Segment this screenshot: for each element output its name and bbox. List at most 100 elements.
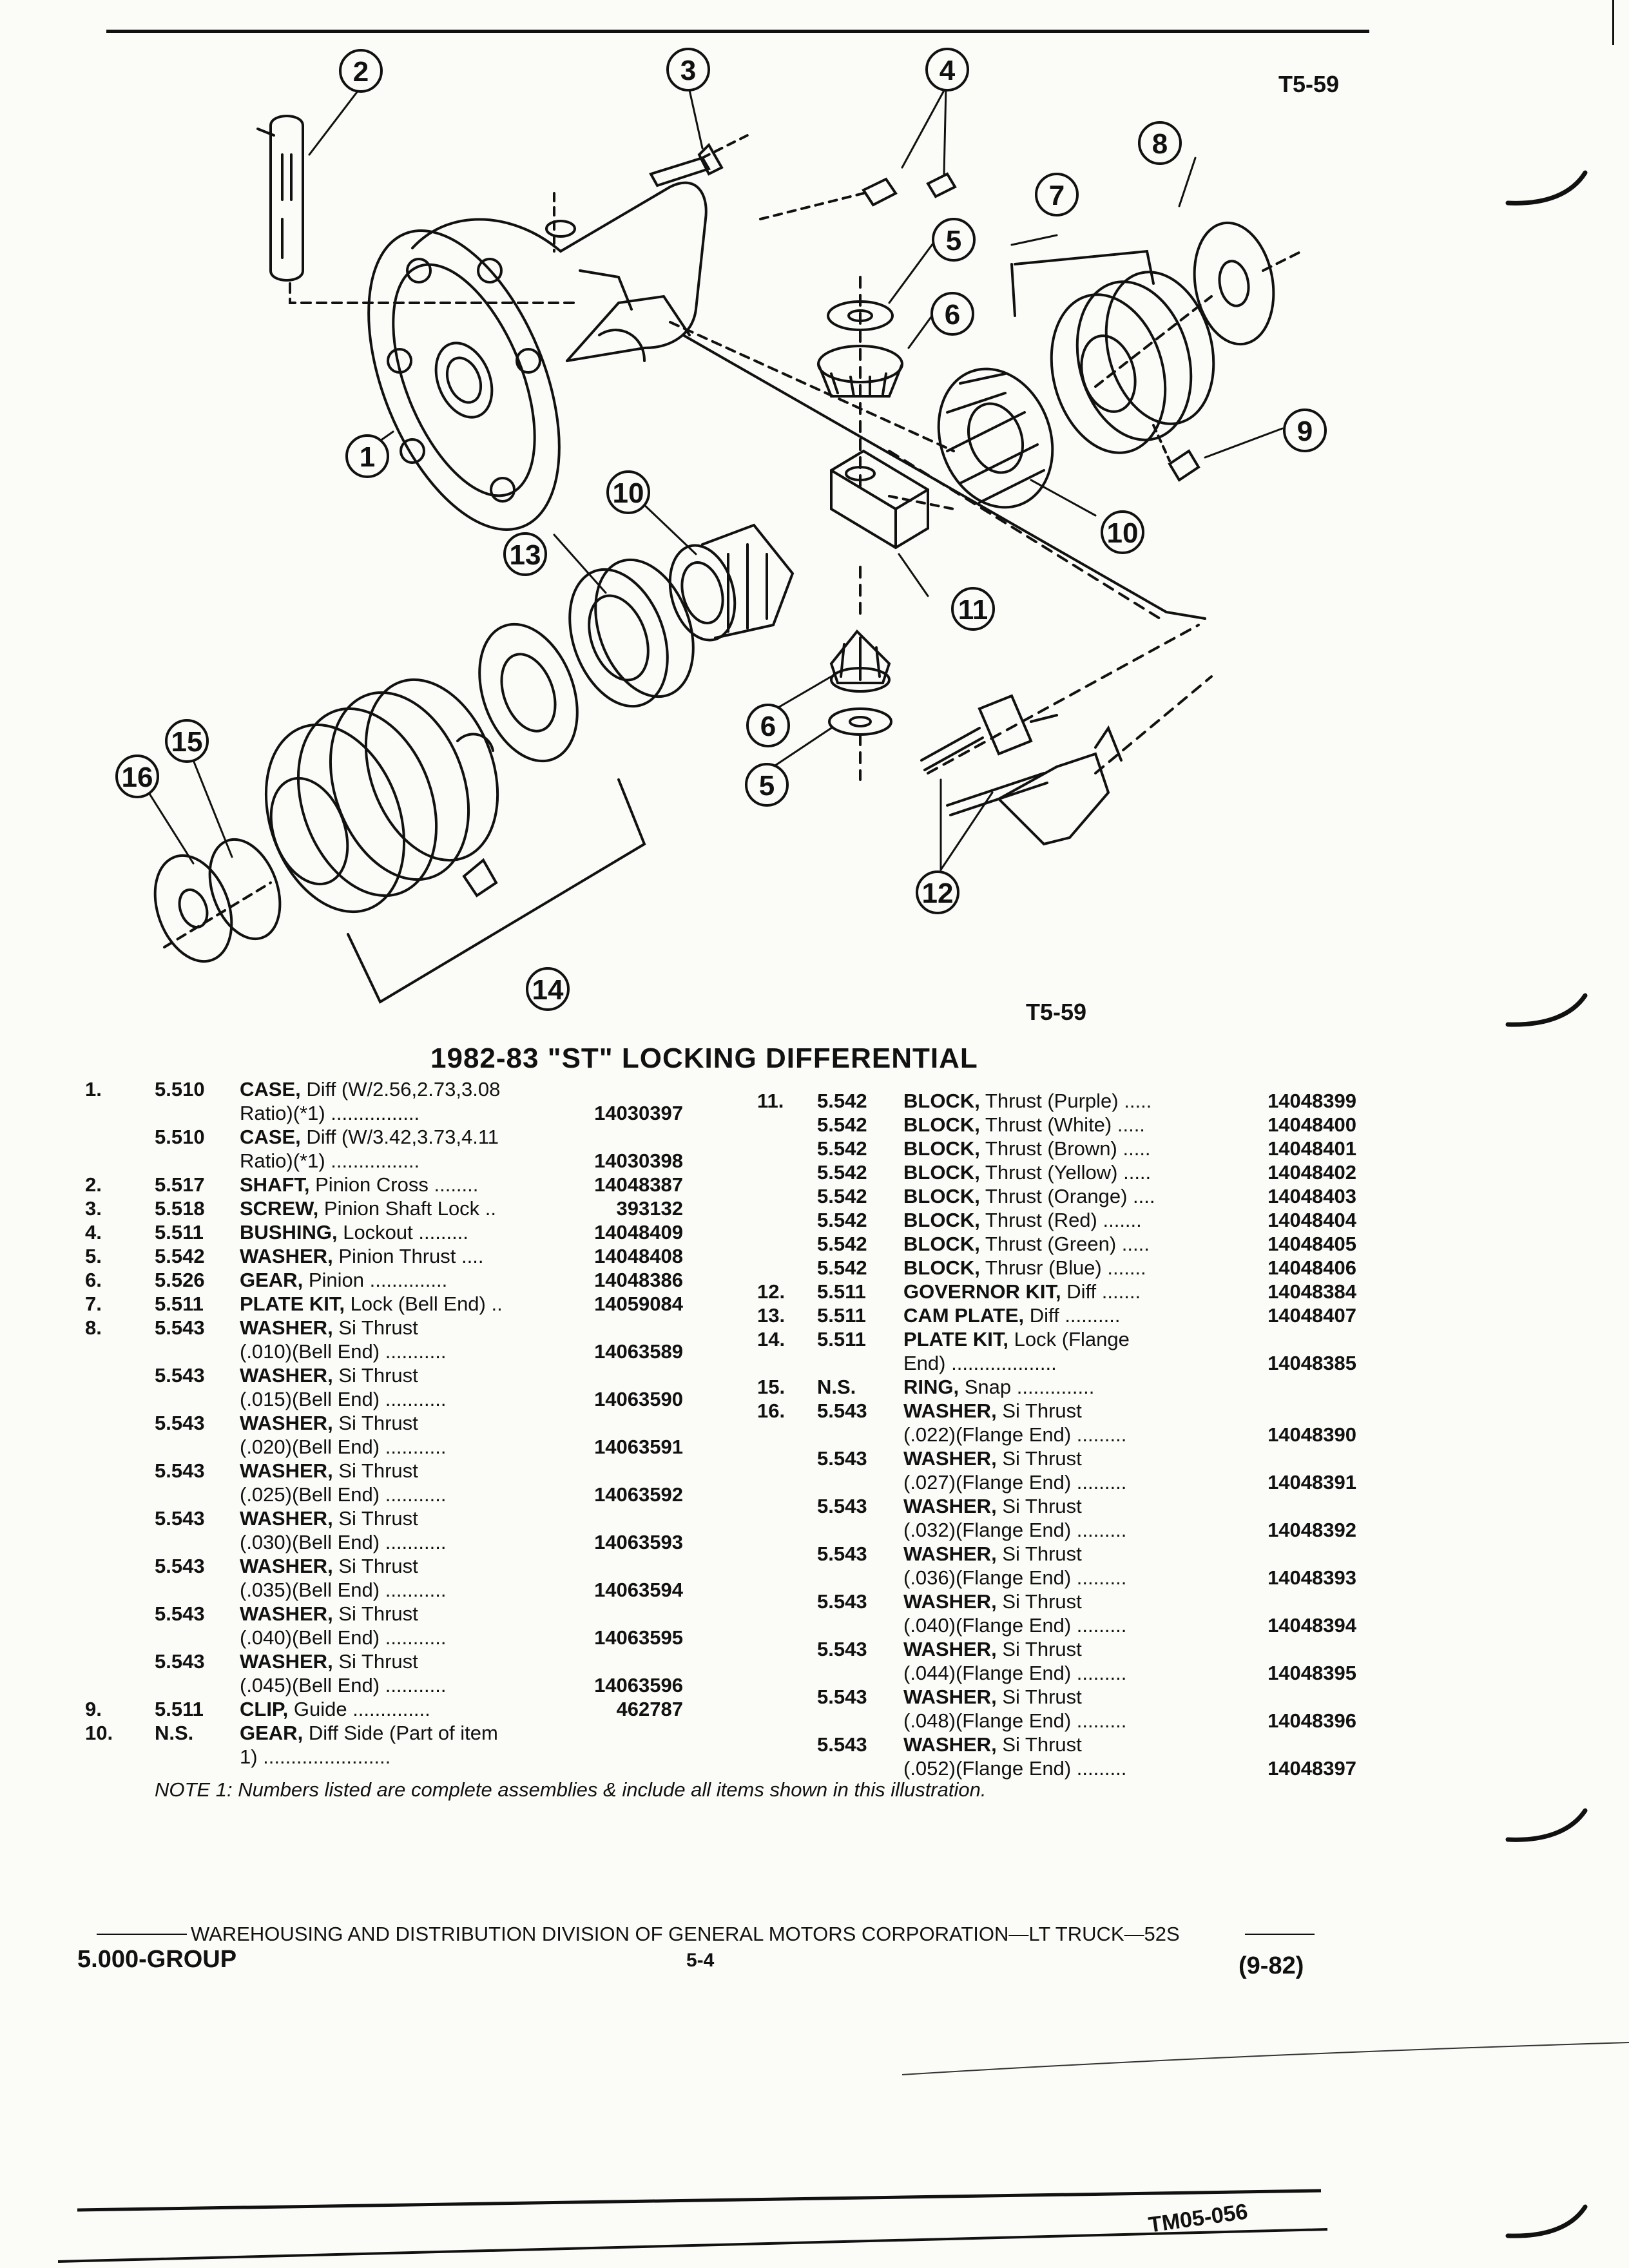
- parts-row: 5.543 WASHER, Si Thrust: [757, 1446, 1356, 1470]
- bottom-rules: [57, 2042, 1629, 2263]
- part-desc-text: Diff (W/2.56,2.73,3.08: [306, 1078, 501, 1100]
- callout-15-number: 15: [171, 726, 203, 758]
- part-desc-text: Si Thrust: [338, 1316, 418, 1339]
- part-description: Ratio)(*1) ................: [240, 1101, 642, 1125]
- footer-rule-right: [1245, 1934, 1315, 1935]
- item-number: 9.: [85, 1698, 102, 1720]
- top-rule: [106, 30, 1369, 33]
- bell-end-plate-kit: [1010, 249, 1215, 454]
- part-description: WASHER, Si Thrust: [240, 1363, 642, 1387]
- part-desc-text: Thrust (Orange) ....: [985, 1185, 1155, 1207]
- part-name: WASHER,: [903, 1447, 997, 1470]
- part-number: 14048385: [1268, 1352, 1356, 1374]
- part-description: WASHER, Pinion Thrust ....: [240, 1244, 642, 1268]
- lockout-bushings: [759, 172, 957, 220]
- part-desc-text: Si Thrust: [338, 1412, 418, 1434]
- part-number: 14063592: [594, 1483, 683, 1506]
- part-number: 393132: [616, 1197, 683, 1220]
- part-name: BLOCK,: [903, 1137, 980, 1160]
- part-description: (.040)(Bell End) ...........: [240, 1626, 642, 1649]
- part-name: SCREW,: [240, 1197, 319, 1220]
- part-name: WASHER,: [903, 1638, 997, 1660]
- item-number: 2.: [85, 1173, 102, 1196]
- assembly-note: NOTE 1: Numbers listed are complete asse…: [155, 1778, 987, 1801]
- part-name: BUSHING,: [240, 1221, 338, 1244]
- part-name: WASHER,: [903, 1590, 997, 1613]
- figure-ref-bottom: T5-59: [1026, 999, 1087, 1025]
- footer-date: (9-82): [1239, 1952, 1304, 1979]
- callout-7-number: 7: [1049, 180, 1065, 211]
- part-description: SCREW, Pinion Shaft Lock ..: [240, 1196, 642, 1220]
- part-description: BLOCK, Thrust (Yellow) .....: [903, 1160, 1309, 1184]
- part-name: WASHER,: [240, 1507, 333, 1530]
- callout-13: 13: [503, 532, 547, 576]
- parts-row: (.010)(Bell End) ...........14063589: [77, 1340, 683, 1363]
- part-desc-text: Si Thrust: [1002, 1495, 1082, 1517]
- parts-row: (.030)(Bell End) ...........14063593: [77, 1530, 683, 1554]
- part-number: 14048397: [1268, 1757, 1356, 1780]
- part-desc-text: (.010)(Bell End) ...........: [240, 1340, 447, 1363]
- part-description: WASHER, Si Thrust: [903, 1446, 1309, 1470]
- part-desc-text: Si Thrust: [338, 1602, 418, 1625]
- group-number: 5.543: [817, 1447, 867, 1470]
- part-number: 14048401: [1268, 1137, 1356, 1160]
- group-number: 5.543: [155, 1412, 205, 1434]
- margin-marks: [1505, 170, 1588, 2238]
- part-description: (.015)(Bell End) ...........: [240, 1387, 642, 1411]
- group-number: 5.543: [817, 1638, 867, 1660]
- callout-11: 11: [951, 587, 995, 631]
- item-number: 4.: [85, 1221, 102, 1244]
- footer-group: 5.000-GROUP: [77, 1946, 237, 1973]
- pinion-cross-shaft: [256, 115, 581, 304]
- group-number: 5.543: [155, 1602, 205, 1625]
- part-number: 14059084: [594, 1293, 683, 1315]
- part-description: (.025)(Bell End) ...........: [240, 1483, 642, 1506]
- part-description: WASHER, Si Thrust: [903, 1542, 1309, 1566]
- callout-12: 12: [916, 870, 959, 914]
- group-number: 5.542: [817, 1209, 867, 1231]
- parts-row: Ratio)(*1) ................14030398: [77, 1149, 683, 1173]
- parts-row: (.036)(Flange End) .........14048393: [757, 1566, 1356, 1590]
- part-desc-text: Si Thrust: [1002, 1590, 1082, 1613]
- group-number: 5.543: [155, 1555, 205, 1577]
- callout-3: 3: [666, 48, 710, 91]
- callout-5-top-number: 5: [946, 225, 961, 256]
- part-desc-text: Thrust (Green) .....: [985, 1233, 1150, 1255]
- part-number: 14048402: [1268, 1161, 1356, 1184]
- part-name: CASE,: [240, 1126, 301, 1148]
- part-description: End) ...................: [903, 1351, 1309, 1375]
- part-name: GEAR,: [240, 1269, 304, 1291]
- part-desc-text: 1) .......................: [240, 1745, 391, 1768]
- part-description: WASHER, Si Thrust: [903, 1685, 1309, 1709]
- item-number: 15.: [757, 1376, 786, 1398]
- group-number: N.S.: [155, 1722, 194, 1744]
- item-number: 6.: [85, 1269, 102, 1291]
- group-number: 5.511: [155, 1221, 204, 1244]
- group-number: 5.511: [817, 1304, 866, 1327]
- part-name: CLIP,: [240, 1698, 289, 1720]
- part-desc-text: (.022)(Flange End) .........: [903, 1423, 1127, 1446]
- part-name: PLATE KIT,: [240, 1293, 345, 1315]
- part-number: 14048407: [1268, 1304, 1356, 1327]
- part-name: GOVERNOR KIT,: [903, 1280, 1061, 1303]
- part-description: BLOCK, Thrust (Green) .....: [903, 1232, 1309, 1256]
- part-desc-text: (.040)(Flange End) .........: [903, 1614, 1127, 1637]
- part-desc-text: (.035)(Bell End) ...........: [240, 1579, 447, 1601]
- part-name: GEAR,: [240, 1722, 304, 1744]
- part-desc-text: (.036)(Flange End) .........: [903, 1566, 1127, 1589]
